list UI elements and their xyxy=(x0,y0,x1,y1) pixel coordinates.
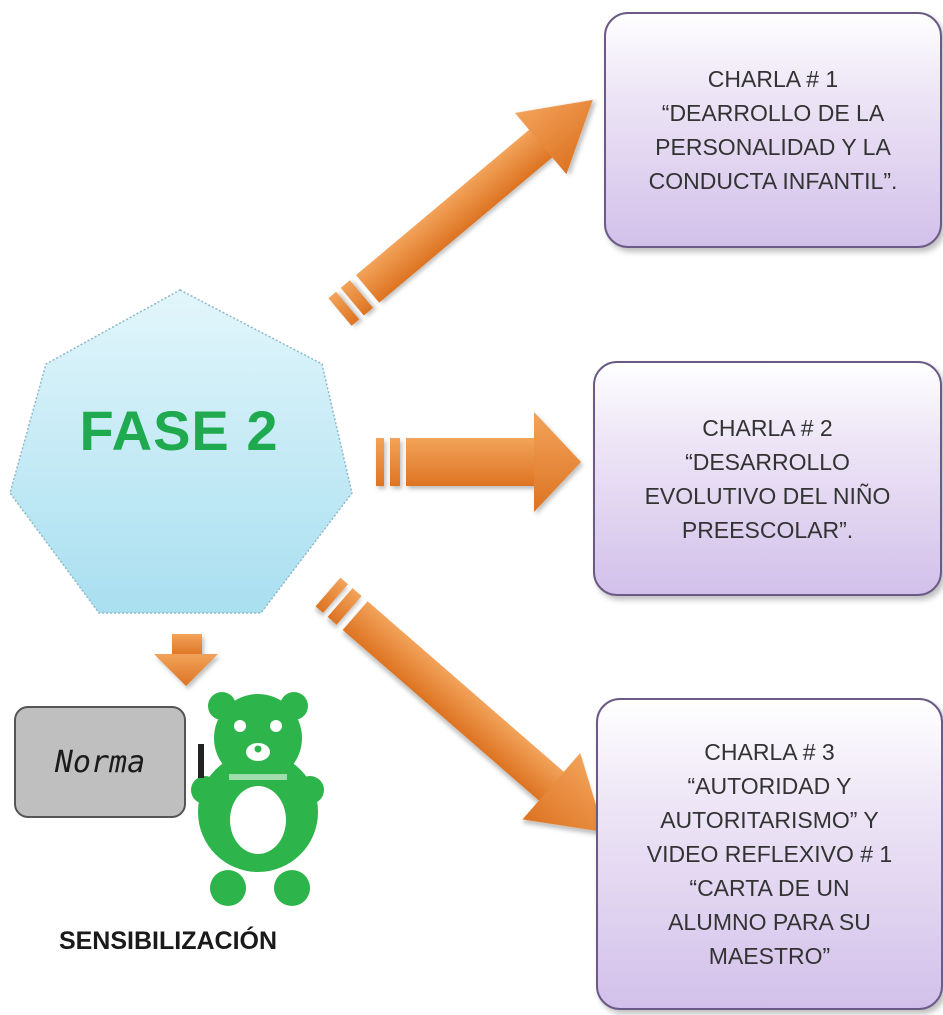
talk-2-line-3: EVOLUTIVO DEL NIÑO xyxy=(644,482,891,509)
talk-3-line-5: “CARTA DE UN xyxy=(689,875,850,901)
talk-3-line-3: AUTORITARISMO” Y xyxy=(660,807,879,833)
talk-1-line-4: CONDUCTA INFANTIL”. xyxy=(648,168,898,194)
talk-3-line-7: MAESTRO” xyxy=(708,943,831,969)
phase-heptagon xyxy=(9,289,353,614)
talk-2-line-1: CHARLA # 2 xyxy=(702,414,833,441)
caption-sensibilizacion: SENSIBILIZACIÓN xyxy=(58,927,278,955)
talk-1-box: CHARLA # 1 “DEARROLLO DE LA PERSONALIDAD… xyxy=(604,12,942,248)
talk-3-line-2: “AUTORIDAD Y xyxy=(687,773,852,799)
arrow-icon-down xyxy=(154,634,218,686)
talk-1-line-1: CHARLA # 1 xyxy=(707,66,839,92)
talk-3-line-6: ALUMNO PARA SU xyxy=(668,909,871,935)
norma-sign-label: Norma xyxy=(54,744,146,780)
norma-sign: Norma xyxy=(14,706,186,818)
arrow-icon-to-talk-2 xyxy=(376,412,581,512)
talk-2-line-2: “DESARROLLO xyxy=(685,448,850,475)
talk-3-box: CHARLA # 3 “AUTORIDAD Y AUTORITARISMO” Y… xyxy=(596,698,943,1010)
talk-1-line-3: PERSONALIDAD Y LA xyxy=(655,134,891,160)
talk-3-line-1: CHARLA # 3 xyxy=(704,739,835,765)
arrow-icon-to-talk-1 xyxy=(328,99,593,326)
phase-title: FASE 2 xyxy=(79,399,279,462)
talk-2-line-4: PREESCOLAR”. xyxy=(681,516,854,543)
arrow-icon-to-talk-3 xyxy=(315,577,605,833)
talk-2-box: CHARLA # 2 “DESARROLLO EVOLUTIVO DEL NIÑ… xyxy=(593,361,942,596)
talk-1-line-2: “DEARROLLO DE LA xyxy=(661,100,885,126)
bear-icon xyxy=(191,692,324,906)
talk-3-line-4: VIDEO REFLEXIVO # 1 xyxy=(646,841,893,867)
